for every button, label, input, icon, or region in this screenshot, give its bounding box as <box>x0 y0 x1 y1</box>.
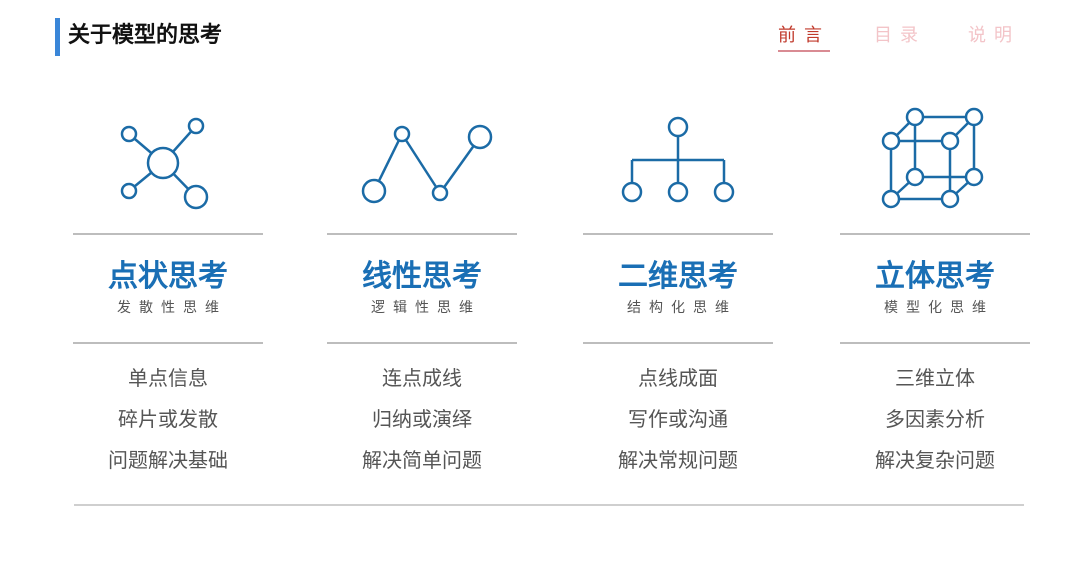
column-line: 点线成面 <box>638 366 718 390</box>
column-linear-thinking: 线性思考 逻辑性思维 连点成线 归纳或演绎 解决简单问题 <box>327 0 517 571</box>
nav-item-notes[interactable]: 说明 <box>968 25 1020 46</box>
divider-top <box>583 233 773 235</box>
column-3d-thinking: 立体思考 模型化思维 三维立体 多因素分析 解决复杂问题 <box>840 0 1030 571</box>
divider-top <box>840 233 1030 235</box>
title-accent-bar <box>55 18 60 56</box>
bottom-divider <box>74 504 1024 506</box>
top-nav: 前言 目录 说明 <box>0 24 1080 54</box>
column-line: 归纳或演绎 <box>372 407 472 431</box>
column-line: 单点信息 <box>128 366 208 390</box>
nav-item-contents[interactable]: 目录 <box>874 25 926 46</box>
column-line: 连点成线 <box>382 366 462 390</box>
column-line: 多因素分析 <box>885 407 985 431</box>
column-heading: 立体思考 <box>875 259 995 294</box>
column-point-thinking: 点状思考 发散性思维 单点信息 碎片或发散 问题解决基础 <box>73 0 263 571</box>
nav-active-underline <box>778 50 830 52</box>
column-line: 解决常规问题 <box>618 448 738 472</box>
column-line: 写作或沟通 <box>628 407 728 431</box>
column-line: 问题解决基础 <box>108 448 228 472</box>
tree-hierarchy-icon <box>583 105 773 215</box>
divider-top <box>327 233 517 235</box>
column-subheading: 逻辑性思维 <box>371 300 481 316</box>
divider-middle <box>73 342 263 344</box>
column-heading: 线性思考 <box>362 259 482 294</box>
point-network-icon <box>73 105 263 215</box>
cube-3d-icon <box>840 105 1030 215</box>
column-subheading: 模型化思维 <box>884 300 994 316</box>
column-line: 解决简单问题 <box>362 448 482 472</box>
column-2d-thinking: 二维思考 结构化思维 点线成面 写作或沟通 解决常规问题 <box>583 0 773 571</box>
column-line: 解决复杂问题 <box>875 448 995 472</box>
column-line: 三维立体 <box>895 366 975 390</box>
divider-middle <box>583 342 773 344</box>
column-heading: 二维思考 <box>618 259 738 294</box>
column-subheading: 发散性思维 <box>117 300 227 316</box>
divider-top <box>73 233 263 235</box>
column-subheading: 结构化思维 <box>627 300 737 316</box>
nav-item-preface[interactable]: 前言 <box>778 25 830 46</box>
page-title: 关于模型的思考 <box>68 23 223 48</box>
line-zigzag-icon <box>327 105 517 215</box>
divider-middle <box>327 342 517 344</box>
column-line: 碎片或发散 <box>118 407 218 431</box>
divider-middle <box>840 342 1030 344</box>
column-heading: 点状思考 <box>108 259 228 294</box>
